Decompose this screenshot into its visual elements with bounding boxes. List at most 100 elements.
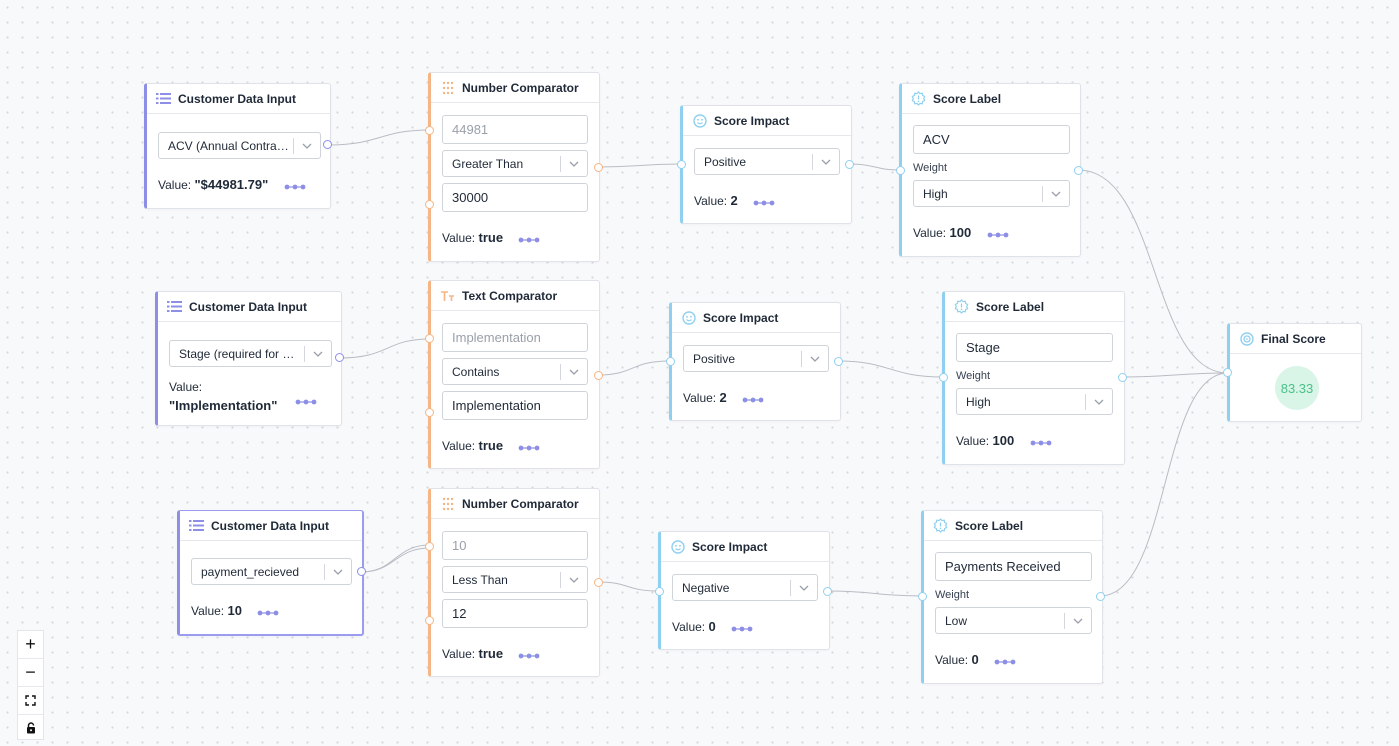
impact-select[interactable]: Positive [694, 148, 840, 175]
score-impact-node[interactable]: Score Impact Negative Value: 0 [658, 531, 830, 650]
node-value: Value: 2 [694, 193, 775, 209]
node-header: Score Label [924, 511, 1102, 541]
weight-select[interactable]: Low [935, 607, 1092, 634]
alert-badge-icon [911, 91, 926, 106]
node-header: Final Score [1230, 324, 1361, 354]
input-handle[interactable] [939, 373, 948, 382]
customer-data-input-node[interactable]: Customer Data Input ACV (Annual Contract… [144, 83, 331, 209]
node-header: Score Label [902, 84, 1080, 114]
input-handle[interactable] [1223, 368, 1232, 377]
more-dots-icon[interactable] [295, 392, 317, 410]
output-handle[interactable] [594, 371, 603, 380]
label-input[interactable]: ACV [913, 125, 1070, 154]
compare-value-input[interactable]: 12 [442, 599, 588, 628]
more-dots-icon[interactable] [1030, 435, 1052, 449]
more-dots-icon[interactable] [994, 654, 1016, 668]
impact-select[interactable]: Positive [683, 345, 829, 372]
comparator-input[interactable]: Implementation [442, 323, 588, 352]
more-dots-icon[interactable] [257, 605, 279, 619]
label-input[interactable]: Payments Received [935, 552, 1092, 581]
number-comparator-node[interactable]: Number Comparator 44981 Greater Than 300… [428, 72, 600, 262]
node-title: Score Label [933, 91, 1002, 106]
more-dots-icon[interactable] [518, 440, 540, 454]
input-handle[interactable] [425, 334, 434, 343]
weight-select[interactable]: High [913, 180, 1070, 207]
input-handle[interactable] [918, 592, 927, 601]
plus-icon: + [25, 634, 36, 654]
field-select[interactable]: payment_recieved [191, 558, 352, 585]
score-label-node[interactable]: Score Label Stage Weight High Value: 100 [942, 291, 1125, 465]
more-dots-icon[interactable] [987, 227, 1009, 241]
input-handle[interactable] [655, 587, 664, 596]
node-title: Score Impact [714, 113, 790, 128]
node-value: Value: 100 [913, 225, 1009, 241]
impact-select[interactable]: Negative [672, 574, 818, 601]
output-handle[interactable] [594, 578, 603, 587]
input-handle[interactable] [425, 616, 434, 625]
node-header: Customer Data Input [158, 292, 341, 322]
input-handle[interactable] [425, 542, 434, 551]
text-comparator-node[interactable]: Text Comparator Implementation Contains … [428, 280, 600, 469]
input-handle[interactable] [896, 166, 905, 175]
input-handle[interactable] [425, 126, 434, 135]
chevron-down-icon [802, 356, 828, 362]
operator-select[interactable]: Less Than [442, 566, 588, 593]
more-dots-icon[interactable] [731, 621, 753, 635]
select-value: Positive [693, 351, 736, 366]
input-handle[interactable] [666, 357, 675, 366]
more-dots-icon[interactable] [284, 179, 306, 193]
node-value-label: Value: [169, 380, 203, 394]
output-handle[interactable] [323, 140, 332, 149]
customer-data-input-node[interactable]: Customer Data Input payment_recieved Val… [177, 510, 364, 636]
more-dots-icon[interactable] [518, 648, 540, 662]
score-label-node[interactable]: Score Label ACV Weight High Value: 100 [899, 83, 1081, 257]
operator-select[interactable]: Greater Than [442, 150, 588, 177]
output-handle[interactable] [823, 587, 832, 596]
more-dots-icon[interactable] [518, 232, 540, 246]
list-icon [189, 518, 204, 533]
more-dots-icon[interactable] [753, 195, 775, 209]
lock-icon [26, 718, 36, 739]
node-header: Score Impact [672, 303, 840, 333]
node-title: Score Impact [692, 539, 768, 554]
operator-select[interactable]: Contains [442, 358, 588, 385]
comparator-input[interactable]: 44981 [442, 115, 588, 144]
output-handle[interactable] [594, 163, 603, 172]
weight-select[interactable]: High [956, 388, 1113, 415]
label-input[interactable]: Stage [956, 333, 1113, 362]
lock-button[interactable] [18, 715, 43, 742]
node-header: Text Comparator [431, 281, 599, 311]
comparator-input[interactable]: 10 [442, 531, 588, 560]
node-title: Customer Data Input [211, 518, 330, 533]
final-score-node[interactable]: Final Score 83.33 [1227, 323, 1362, 422]
zoom-in-button[interactable]: + [18, 631, 43, 659]
select-value: Low [945, 613, 968, 628]
more-dots-icon[interactable] [742, 392, 764, 406]
output-handle[interactable] [834, 357, 843, 366]
field-select[interactable]: ACV (Annual Contract Revenue) [158, 132, 321, 159]
compare-value-input[interactable]: Implementation [442, 391, 588, 420]
score-impact-node[interactable]: Score Impact Positive Value: 2 [669, 302, 841, 421]
customer-data-input-node[interactable]: Customer Data Input Stage (required for … [155, 291, 342, 426]
node-header: Customer Data Input [147, 84, 330, 114]
input-handle[interactable] [677, 160, 686, 169]
node-title: Customer Data Input [178, 91, 297, 106]
compare-value-input[interactable]: 30000 [442, 183, 588, 212]
output-handle[interactable] [1118, 373, 1127, 382]
number-comparator-node[interactable]: Number Comparator 10 Less Than 12 Value:… [428, 488, 600, 677]
field-select[interactable]: Stage (required for customer) [169, 340, 332, 367]
score-impact-node[interactable]: Score Impact Positive Value: 2 [680, 105, 852, 224]
node-title: Score Label [955, 518, 1024, 533]
output-handle[interactable] [335, 353, 344, 362]
output-handle[interactable] [1096, 592, 1105, 601]
zoom-out-button[interactable]: − [18, 659, 43, 687]
output-handle[interactable] [357, 567, 366, 576]
input-handle[interactable] [425, 200, 434, 209]
edge [1121, 372, 1229, 378]
score-label-node[interactable]: Score Label Payments Received Weight Low… [921, 510, 1103, 684]
node-value: Value: 0 [672, 619, 753, 635]
input-handle[interactable] [425, 408, 434, 417]
fit-view-button[interactable] [18, 687, 43, 715]
output-handle[interactable] [1074, 166, 1083, 175]
output-handle[interactable] [845, 160, 854, 169]
